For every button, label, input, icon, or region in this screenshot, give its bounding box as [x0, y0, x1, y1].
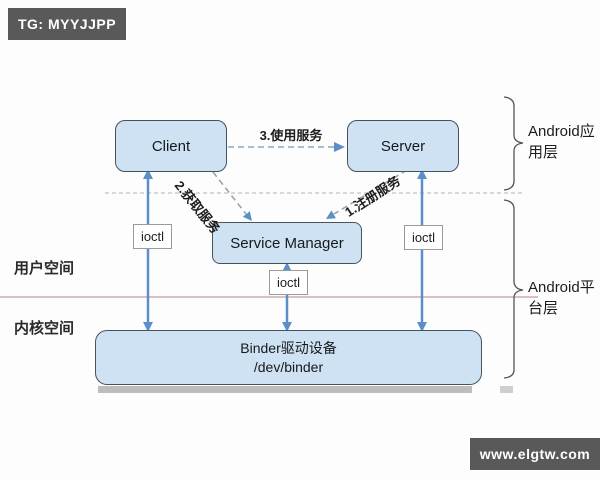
- app-layer-brace: [503, 96, 524, 191]
- telegram-watermark-text: TG: MYYJJPP: [17, 16, 117, 32]
- use-service-edge-label: 3.使用服务: [259, 128, 323, 143]
- binder-driver-path: /dev/binder: [253, 358, 324, 375]
- website-watermark-text: www.elgtw.com: [479, 446, 591, 462]
- register-service-arrow: [326, 169, 408, 219]
- ioctl-tag-server: ioctl: [404, 225, 443, 250]
- client-binder-arrow: [143, 169, 153, 332]
- binder-driver-title: Binder驱动设备: [240, 339, 337, 356]
- server-binder-arrow: [417, 169, 427, 332]
- client-node-label: Client: [151, 137, 191, 155]
- server-node-label: Server: [380, 137, 426, 155]
- shadow-fragment: [500, 386, 513, 393]
- android-platform-layer-label: Android平台层: [528, 279, 595, 317]
- server-node: Server: [347, 120, 459, 172]
- use-service-arrow: [228, 142, 345, 152]
- android-app-layer-label: Android应用层: [528, 123, 595, 161]
- service-manager-node: Service Manager: [212, 222, 362, 264]
- website-watermark-badge: www.elgtw.com: [470, 438, 600, 470]
- get-service-arrow: [212, 171, 252, 221]
- platform-layer-brace: [503, 199, 524, 379]
- service-manager-node-label: Service Manager: [230, 234, 344, 252]
- ioctl-tag-service-manager: ioctl: [269, 270, 308, 295]
- kernel-space-label: 内核空间: [14, 320, 75, 337]
- ioctl-tag-client: ioctl: [133, 224, 172, 249]
- ioctl-tag-server-label: ioctl: [411, 230, 436, 245]
- ioctl-tag-sm-label: ioctl: [276, 275, 301, 290]
- binder-driver-node: Binder驱动设备 /dev/binder: [95, 330, 482, 385]
- user-space-label: 用户空间: [14, 260, 75, 277]
- client-node: Client: [115, 120, 227, 172]
- binder-box-shadow: [98, 386, 472, 393]
- telegram-watermark-badge: TG: MYYJJPP: [8, 8, 126, 40]
- ioctl-tag-client-label: ioctl: [140, 229, 165, 244]
